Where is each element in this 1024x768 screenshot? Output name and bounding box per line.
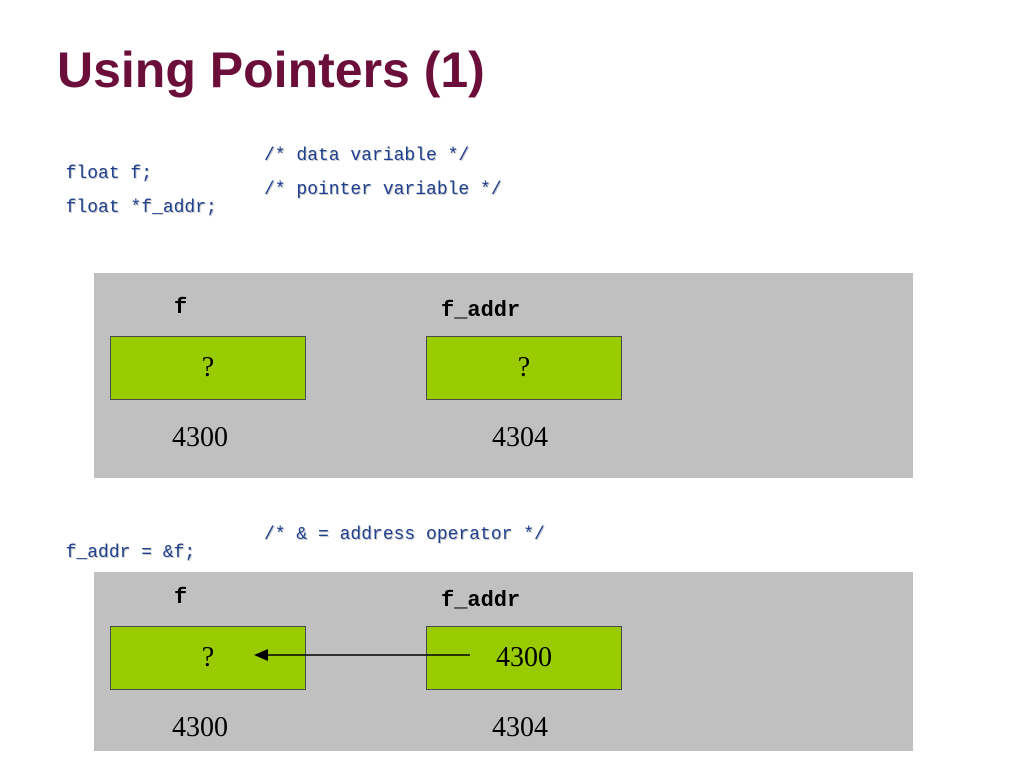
slide-title: Using Pointers (1) <box>57 42 485 98</box>
pointer-arrow <box>254 649 470 661</box>
cell-value: ? <box>201 642 215 673</box>
memory-cell-f-addr: ? <box>426 336 622 400</box>
memory-cell-f-addr: 4300 <box>426 626 622 690</box>
address-label-f-addr: 4304 <box>492 422 548 453</box>
var-name-f: f <box>174 585 188 610</box>
address-label-f: 4300 <box>172 712 228 743</box>
code-statement: float f; <box>65 164 153 184</box>
code-comment: /* data variable */ <box>264 146 470 166</box>
code-comment: /* pointer variable */ <box>264 180 502 200</box>
address-label-f-addr: 4304 <box>492 712 548 743</box>
cell-value: ? <box>517 352 531 383</box>
code-line-float-pointer: float *f_addr; /* pointer variable */ <box>44 181 502 235</box>
memory-diagram-after: f f_addr ? 4300 4300 4304 <box>94 572 913 751</box>
memory-diagram-before: f f_addr ? ? 4300 4304 <box>94 273 913 478</box>
var-name-f: f <box>174 295 188 320</box>
var-name-f-addr: f_addr <box>441 588 521 613</box>
code-line-address-of: f_addr = &f; /* & = address operator */ <box>44 526 545 580</box>
cell-value: ? <box>201 352 215 383</box>
memory-cell-f: ? <box>110 336 306 400</box>
address-label-f: 4300 <box>172 422 228 453</box>
var-name-f-addr: f_addr <box>441 298 521 323</box>
code-line-float-f: float f; /* data variable */ <box>44 147 470 201</box>
code-comment: /* & = address operator */ <box>264 525 545 545</box>
code-statement: float *f_addr; <box>65 198 217 218</box>
memory-cell-f: ? <box>110 626 306 690</box>
code-statement: f_addr = &f; <box>65 543 196 563</box>
cell-value: 4300 <box>496 642 552 673</box>
